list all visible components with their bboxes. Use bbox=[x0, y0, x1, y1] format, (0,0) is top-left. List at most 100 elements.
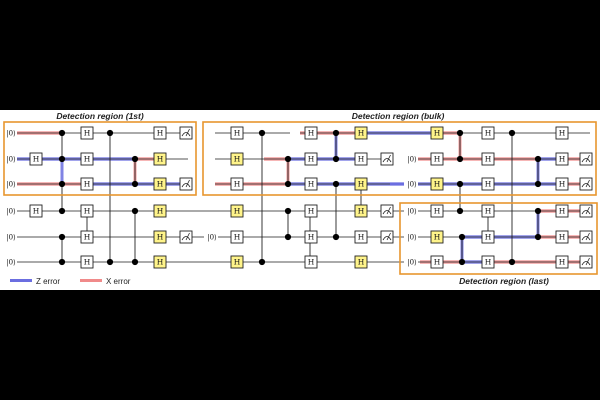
gate-box bbox=[430, 255, 444, 269]
measurement-meter-icon bbox=[179, 230, 193, 244]
gate-box bbox=[230, 204, 244, 218]
gate-box bbox=[304, 230, 318, 244]
gate-label: H bbox=[485, 180, 492, 189]
gate-label: H bbox=[84, 180, 91, 189]
hadamard-gate: H bbox=[481, 152, 495, 166]
gate-box bbox=[230, 152, 244, 166]
hadamard-gate: H bbox=[555, 204, 569, 218]
hadamard-gate: H bbox=[80, 177, 94, 191]
gate-label: H bbox=[84, 155, 91, 164]
meter-box bbox=[380, 152, 394, 166]
cz-connections bbox=[61, 133, 539, 262]
cz-control-dot bbox=[58, 129, 66, 137]
region-label-last: Detection region (last) bbox=[459, 276, 549, 286]
gate-box bbox=[481, 177, 495, 191]
hadamard-gate: H bbox=[304, 126, 318, 140]
ket-background bbox=[404, 153, 418, 165]
ket-background bbox=[404, 231, 418, 243]
region-box-bulk bbox=[202, 121, 597, 196]
gate-label: H bbox=[434, 180, 441, 189]
gate-box bbox=[80, 177, 94, 191]
meter-arc bbox=[382, 158, 392, 163]
gate-label: H bbox=[157, 129, 164, 138]
ket-background bbox=[404, 178, 418, 190]
hadamard-gate: H bbox=[481, 255, 495, 269]
gate-box bbox=[304, 204, 318, 218]
gate-label: H bbox=[358, 180, 365, 189]
gate-label: H bbox=[308, 258, 315, 267]
gate-box bbox=[481, 204, 495, 218]
ket-zero-label: |0⟩ bbox=[6, 181, 16, 189]
hadamard-gate: H bbox=[153, 126, 167, 140]
hadamard-gate: H bbox=[304, 177, 318, 191]
cz-control-dot bbox=[458, 233, 466, 241]
cz-control-dot bbox=[131, 207, 139, 215]
meter-arc bbox=[581, 210, 591, 215]
meter-needle bbox=[585, 257, 590, 266]
legend-x-label: X error bbox=[106, 277, 131, 286]
cz-control-dot bbox=[58, 233, 66, 241]
gate-label: H bbox=[559, 233, 566, 242]
gate-box bbox=[29, 204, 43, 218]
gate-label: H bbox=[485, 233, 492, 242]
meter-box bbox=[179, 177, 193, 191]
cz-control-dot bbox=[131, 258, 139, 266]
gate-label: H bbox=[434, 258, 441, 267]
gates: |0⟩|0⟩|0⟩|0⟩|0⟩|0⟩HHHHHHHHHHHHHHHHHHHH|0… bbox=[3, 126, 593, 269]
cz-control-dot bbox=[332, 180, 340, 188]
circuit-diagram: |0⟩|0⟩|0⟩|0⟩|0⟩|0⟩HHHHHHHHHHHHHHHHHHHH|0… bbox=[3, 111, 598, 286]
hadamard-gate: H bbox=[304, 255, 318, 269]
measurement-meter-icon bbox=[179, 177, 193, 191]
gate-box bbox=[481, 230, 495, 244]
gate-box bbox=[354, 126, 368, 140]
gate-box bbox=[481, 255, 495, 269]
hadamard-gate-highlighted: H bbox=[354, 204, 368, 218]
cz-control-dot bbox=[332, 155, 340, 163]
gate-label: H bbox=[358, 129, 365, 138]
ket-zero-label: |0⟩ bbox=[6, 234, 16, 242]
cz-control-dot bbox=[534, 207, 542, 215]
measurement-meter-icon bbox=[380, 230, 394, 244]
hadamard-gate-highlighted: H bbox=[153, 255, 167, 269]
gate-label: H bbox=[559, 129, 566, 138]
gate-label: H bbox=[84, 233, 91, 242]
hadamard-gate-highlighted: H bbox=[430, 230, 444, 244]
hadamard-gate: H bbox=[80, 204, 94, 218]
gate-box bbox=[80, 152, 94, 166]
hadamard-gate: H bbox=[230, 177, 244, 191]
gate-box bbox=[230, 230, 244, 244]
gate-label: H bbox=[84, 207, 91, 216]
ket-background bbox=[3, 256, 17, 268]
gate-box bbox=[555, 152, 569, 166]
meter-needle bbox=[185, 128, 190, 137]
hadamard-gate: H bbox=[481, 204, 495, 218]
hadamard-gate-highlighted: H bbox=[354, 255, 368, 269]
region-label-first: Detection region (1st) bbox=[56, 111, 144, 121]
gate-box bbox=[80, 230, 94, 244]
hadamard-gate: H bbox=[29, 204, 43, 218]
cz-control-dot bbox=[258, 258, 266, 266]
ket-zero-label: |0⟩ bbox=[6, 208, 16, 216]
hadamard-gate: H bbox=[230, 126, 244, 140]
hadamard-gate: H bbox=[430, 204, 444, 218]
cz-control-dot bbox=[534, 155, 542, 163]
legend-z-label: Z error bbox=[36, 277, 60, 286]
gate-label: H bbox=[559, 258, 566, 267]
measurement-meter-icon bbox=[579, 204, 593, 218]
ket-zero-label: |0⟩ bbox=[6, 259, 16, 267]
cz-control-dot bbox=[508, 258, 516, 266]
hadamard-gate: H bbox=[555, 230, 569, 244]
cz-control-dot bbox=[284, 180, 292, 188]
hadamard-gate-highlighted: H bbox=[153, 230, 167, 244]
meter-needle bbox=[585, 154, 590, 163]
gate-label: H bbox=[559, 207, 566, 216]
region-label-bulk: Detection region (bulk) bbox=[352, 111, 445, 121]
gate-box bbox=[555, 126, 569, 140]
meter-arc bbox=[581, 261, 591, 266]
hadamard-gate: H bbox=[430, 255, 444, 269]
gate-label: H bbox=[358, 155, 365, 164]
cz-control-dot bbox=[332, 233, 340, 241]
gate-label: H bbox=[234, 207, 241, 216]
ket-background bbox=[404, 205, 418, 217]
legend-x-swatch bbox=[80, 279, 102, 282]
